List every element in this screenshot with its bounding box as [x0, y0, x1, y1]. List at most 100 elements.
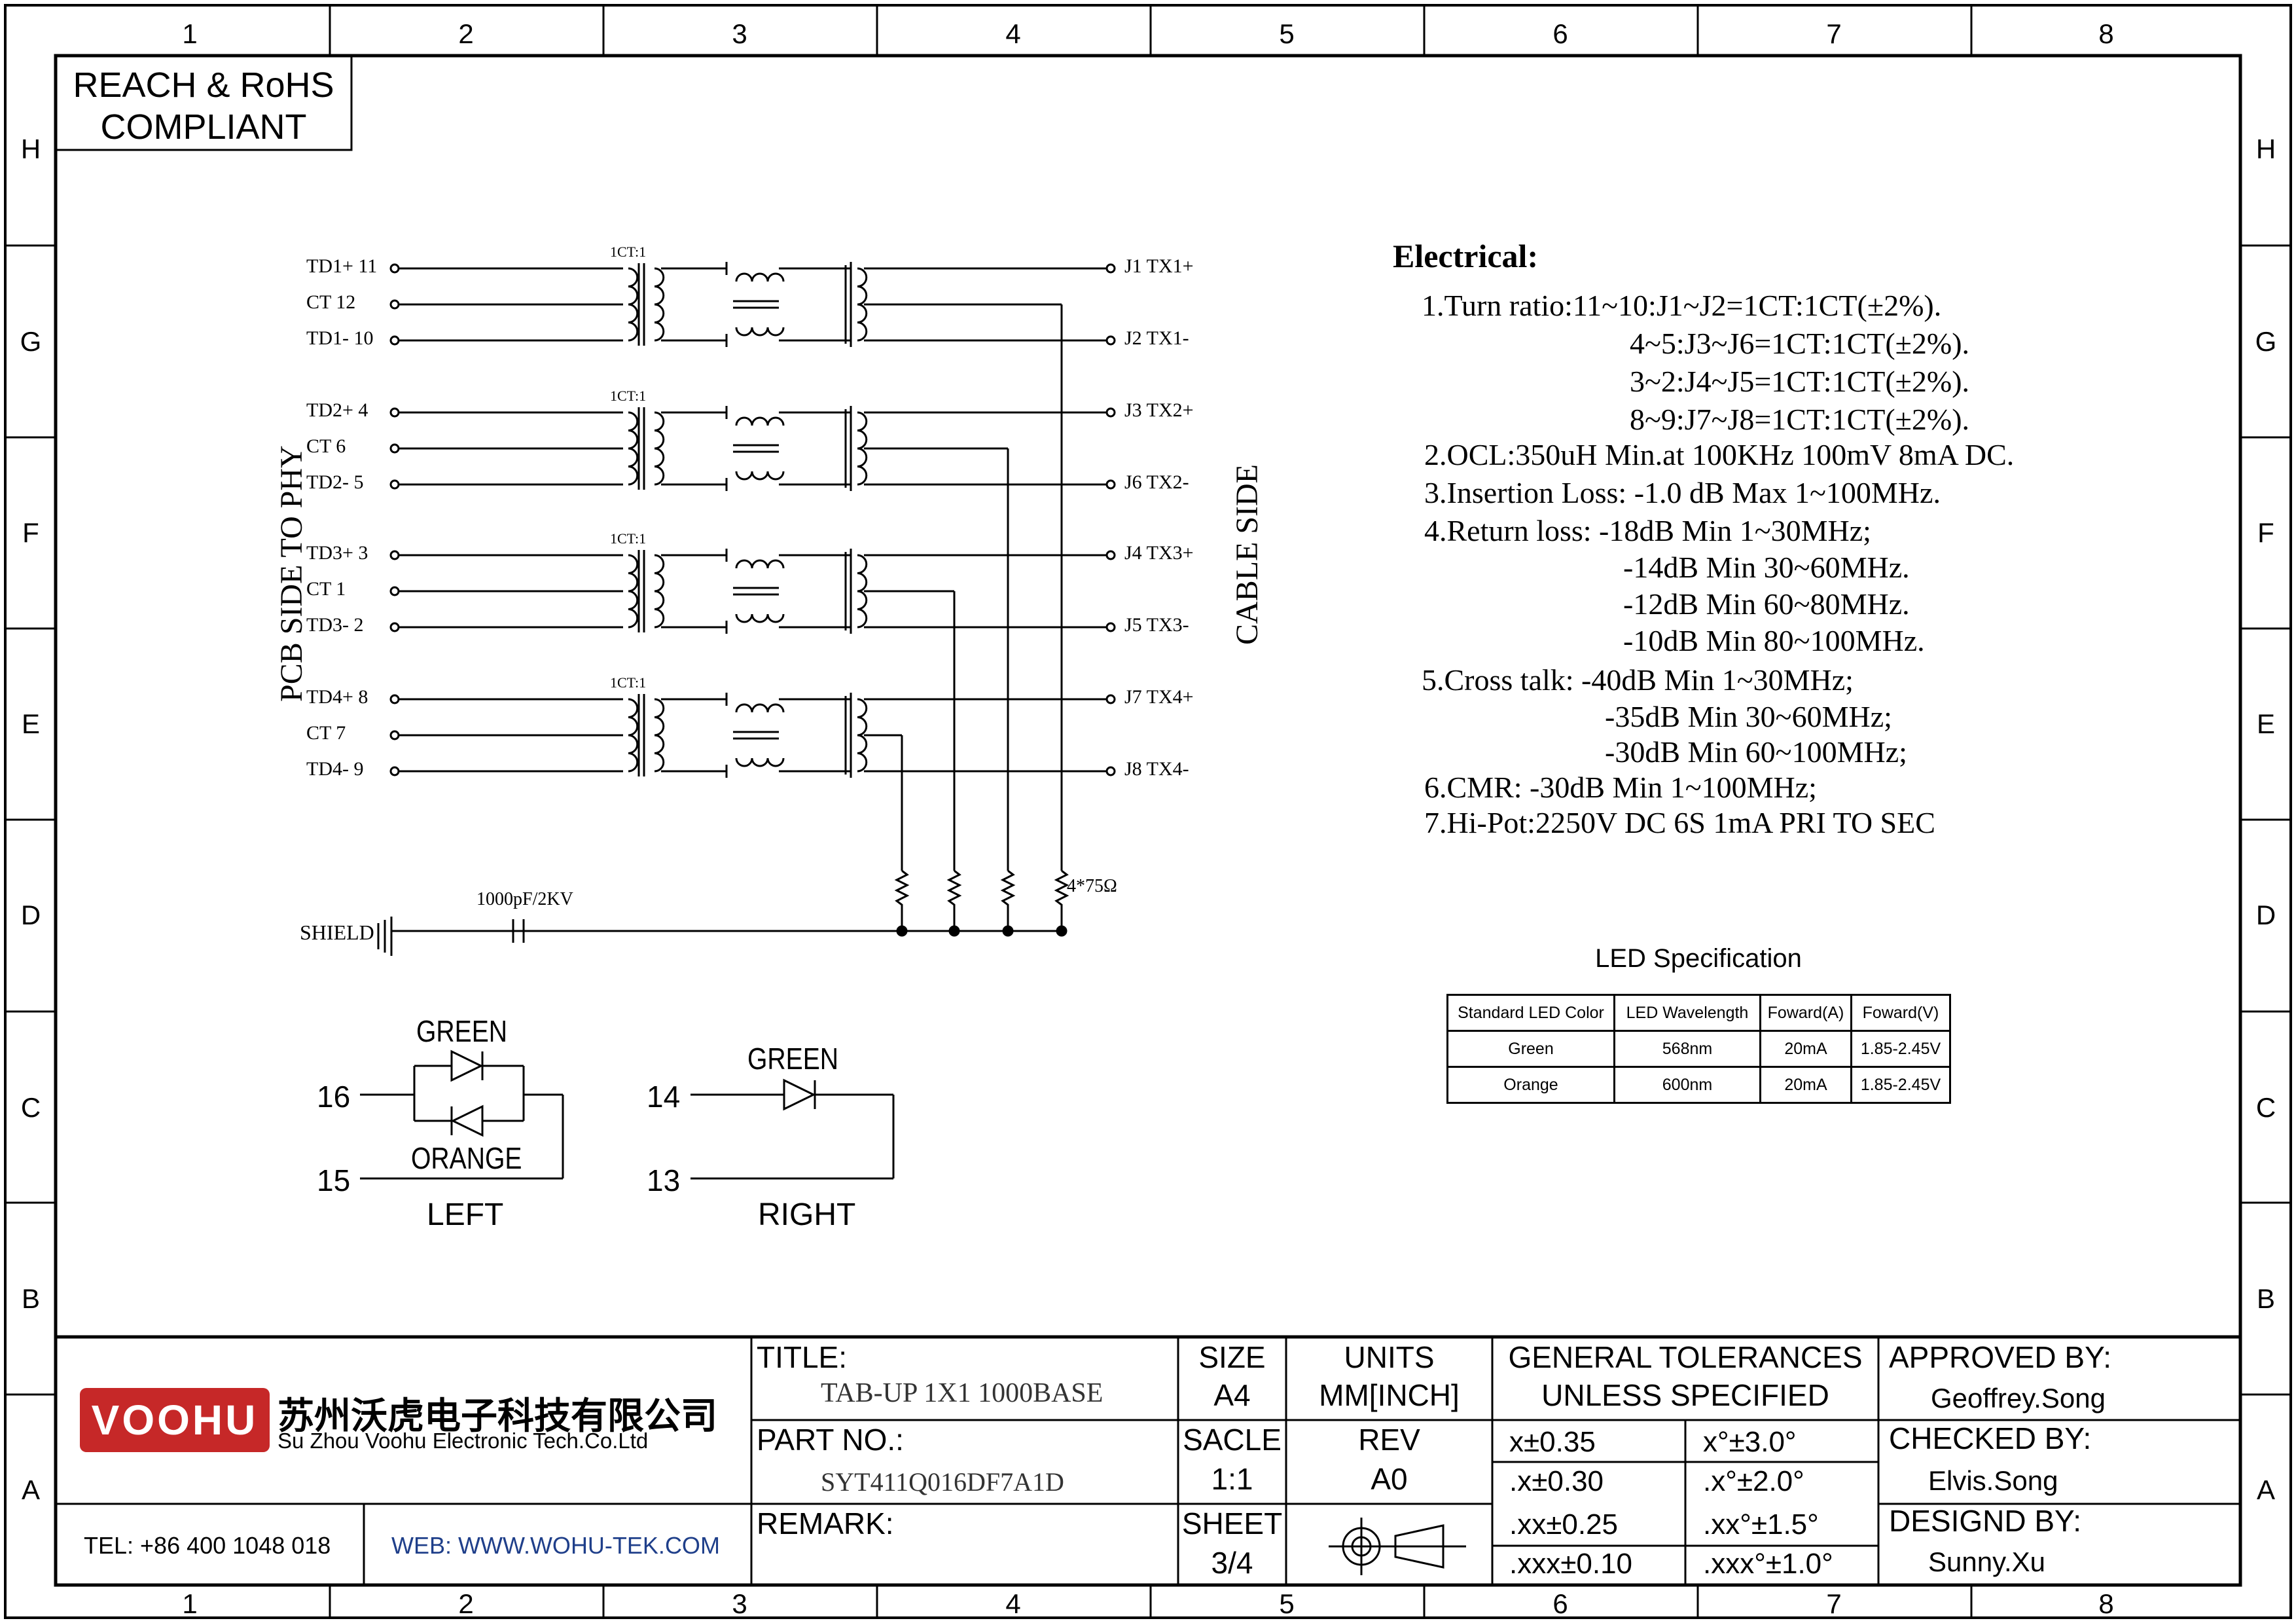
zone-column-label: 1	[182, 1588, 198, 1619]
electrical-spec-line: 8~9:J7~J8=1CT:1CT(±2%).	[1630, 403, 1970, 436]
electrical-spec-line: -12dB Min 60~80MHz.	[1623, 587, 1910, 621]
pin-label-left: TD4+ 8	[306, 686, 368, 708]
electrical-spec-line: 4.Return loss: -18dB Min 1~30MHz;	[1424, 514, 1871, 547]
compliance-label: REACH & RoHS COMPLIANT	[56, 64, 351, 148]
led-spec-title: LED Specification	[1595, 944, 1802, 973]
shield-label: SHIELD	[300, 921, 374, 944]
zone-row-label: B	[2256, 1283, 2275, 1314]
led-spec-table: Standard LED Color LED Wavelength Foward…	[1446, 994, 1951, 1104]
rev-value: A0	[1371, 1462, 1408, 1496]
zone-column-label: 2	[458, 1588, 474, 1619]
led-left-diagram	[360, 1049, 564, 1180]
electrical-spec-line: 7.Hi-Pot:2250V DC 6S 1mA PRI TO SEC	[1424, 806, 1935, 839]
electrical-title: Electrical:	[1393, 238, 1539, 274]
table-header: Standard LED Color	[1446, 994, 1615, 1032]
rev-label: REV	[1358, 1423, 1420, 1457]
tolerance-linear: .x±0.30	[1509, 1465, 1604, 1497]
table-header: LED Wavelength	[1613, 994, 1761, 1032]
led-left-green-label: GREEN	[416, 1014, 508, 1048]
pin-label-left: TD1+ 11	[306, 255, 378, 277]
company-name-cn: 苏州沃虎电子科技有限公司	[278, 1395, 717, 1436]
electrical-spec-line: -14dB Min 30~60MHz.	[1623, 551, 1910, 584]
tolerance-angular: .xx°±1.5°	[1703, 1508, 1819, 1541]
company-web-link[interactable]: WEB: WWW.WOHU-TEK.COM	[391, 1532, 720, 1559]
turns-ratio-label: 1CT:1	[610, 244, 647, 260]
termination-resistor	[1000, 869, 1016, 937]
scale-label: SACLE	[1183, 1423, 1282, 1457]
pin-label-left: TD3+ 3	[306, 542, 368, 564]
pin-label-right: J4 TX3+	[1124, 542, 1194, 564]
pin-label-right: J6 TX2-	[1124, 471, 1189, 493]
electrical-spec-line: 6.CMR: -30dB Min 1~100MHz;	[1424, 771, 1817, 804]
tolerance-angular: .x°±2.0°	[1703, 1465, 1804, 1497]
zone-row-label: G	[20, 326, 42, 357]
tolerance-title-2: UNLESS SPECIFIED	[1541, 1378, 1829, 1412]
pin-label-left: CT 7	[306, 722, 346, 744]
compliance-line2: COMPLIANT	[100, 107, 307, 147]
pin-label-right: J1 TX1+	[1124, 255, 1194, 277]
zone-row-label: C	[20, 1092, 41, 1123]
led-right-pin-b: 13	[647, 1163, 681, 1197]
zone-row-label: A	[21, 1474, 40, 1505]
part-no-value: SYT411Q016DF7A1D	[821, 1467, 1064, 1497]
table-row: Green 568nm 20mA 1.85-2.45V	[1446, 1030, 1951, 1068]
title-value: TAB-UP 1X1 1000BASE	[821, 1378, 1103, 1408]
green-diode	[450, 1049, 484, 1082]
pin-label-left: TD1- 10	[306, 327, 374, 349]
zone-row-label: E	[21, 708, 40, 739]
company-tel: TEL: +86 400 1048 018	[84, 1532, 331, 1559]
tolerance-linear: .xx±0.25	[1509, 1508, 1619, 1541]
led-right-diagram	[691, 1078, 895, 1180]
tolerance-angular: x°±3.0°	[1703, 1426, 1797, 1458]
electrical-spec-line: 3~2:J4~J5=1CT:1CT(±2%).	[1630, 365, 1970, 398]
pin-label-right: J8 TX4-	[1124, 758, 1189, 780]
pin-label-left: TD2+ 4	[306, 399, 368, 421]
turns-ratio-label: 1CT:1	[610, 530, 647, 547]
capacitor-label: 1000pF/2KV	[476, 889, 573, 909]
zone-column-label: 2	[458, 18, 474, 49]
sheet-value: 3/4	[1211, 1546, 1253, 1580]
termination-resistor	[1054, 869, 1069, 937]
approved-value: Geoffrey.Song	[1931, 1383, 2106, 1413]
zone-column-label: 4	[1005, 18, 1021, 49]
zone-column-label: 7	[1826, 1588, 1842, 1619]
table-cell: 20mA	[1759, 1066, 1852, 1104]
pin-label-left: CT 6	[306, 435, 346, 457]
zone-row-label: E	[2256, 708, 2275, 739]
remark-label: REMARK:	[757, 1506, 894, 1541]
zone-row-label: H	[20, 134, 41, 164]
zone-row-label: D	[20, 900, 41, 930]
brand-logo: VOOHU	[91, 1396, 259, 1444]
table-cell: 1.85-2.45V	[1850, 1030, 1951, 1068]
electrical-spec-line: -10dB Min 80~100MHz.	[1623, 624, 1925, 657]
size-label: SIZE	[1198, 1340, 1266, 1374]
led-right-green-label: GREEN	[747, 1042, 839, 1076]
part-no-label: PART NO.:	[757, 1423, 904, 1457]
tolerance-linear: x±0.35	[1509, 1426, 1596, 1458]
pin-label-left: CT 1	[306, 578, 346, 600]
transformer-channel	[389, 549, 1116, 871]
table-cell: Orange	[1446, 1066, 1615, 1104]
table-cell: 20mA	[1759, 1030, 1852, 1068]
zone-row-label: C	[2255, 1092, 2276, 1123]
transformer-schematic	[377, 262, 1116, 956]
title-label: TITLE:	[757, 1340, 848, 1374]
transformer-channel	[389, 693, 1116, 871]
transformer-channel	[389, 406, 1116, 871]
zone-column-label: 5	[1279, 18, 1295, 49]
table-header: Foward(A)	[1759, 994, 1852, 1032]
designed-label: DESIGND BY:	[1889, 1504, 2081, 1538]
zone-column-label: 6	[1552, 18, 1568, 49]
table-cell: Green	[1446, 1030, 1615, 1068]
zone-row-label: F	[22, 517, 39, 548]
approved-label: APPROVED BY:	[1889, 1340, 2112, 1374]
turns-ratio-label: 1CT:1	[610, 674, 647, 691]
pin-label-right: J2 TX1-	[1124, 327, 1189, 349]
designed-value: Sunny.Xu	[1928, 1546, 2046, 1577]
outer-frame	[4, 4, 2292, 1619]
resistor-label: 4*75Ω	[1067, 876, 1117, 896]
zone-column-label: 7	[1826, 18, 1842, 49]
led-right-pin-a: 14	[647, 1080, 681, 1114]
table-row: Orange 600nm 20mA 1.85-2.45V	[1446, 1066, 1951, 1104]
